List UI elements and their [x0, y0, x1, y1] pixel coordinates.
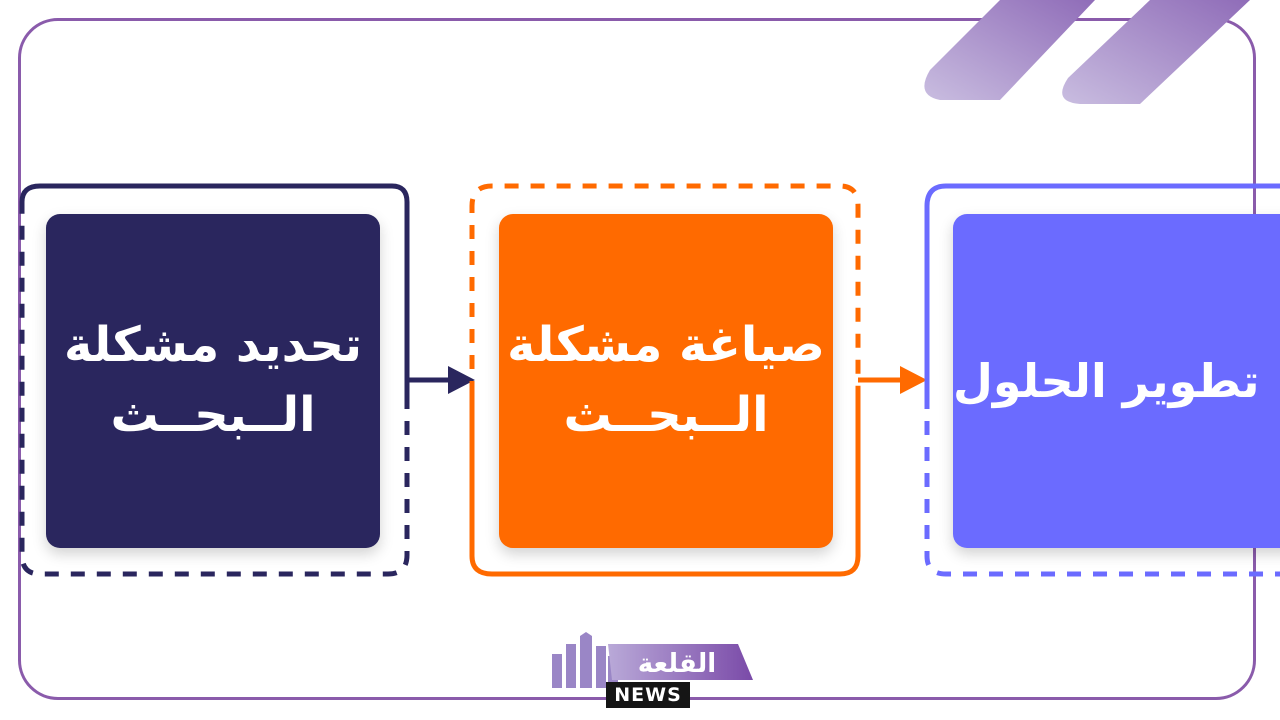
- logo-banner: [608, 644, 753, 680]
- step-3-line-1: تطوير الحلول: [953, 353, 1260, 408]
- step-1-card: تحديد مشكلة الــبحــث: [46, 214, 380, 548]
- step-2-line-1: صياغة مشكلة: [507, 317, 825, 374]
- step-1-text: تحديد مشكلة الــبحــث: [64, 311, 362, 450]
- step-1-outline-solid: [19, 183, 410, 395]
- arrow-2-head: [900, 366, 927, 394]
- logo-arabic-text: القلعة: [637, 649, 717, 679]
- step-2-line-2: الــبحــث: [563, 387, 769, 443]
- step-3-outline-dashed: [924, 395, 1280, 577]
- castle-icon: [552, 632, 618, 688]
- step-1-line-2: الــبحــث: [110, 387, 316, 443]
- step-3-outline-solid: [924, 183, 1280, 395]
- step-2-card: صياغة مشكلة الــبحــث: [499, 214, 833, 548]
- step-2-outline-dashed: [469, 183, 861, 395]
- step-3-card: تطوير الحلول: [953, 214, 1280, 548]
- step-1-outline-dashed: [19, 202, 410, 577]
- logo-news-text: NEWS: [606, 682, 690, 708]
- step-2-text: صياغة مشكلة الــبحــث: [507, 311, 825, 450]
- logo-emblem: [552, 632, 753, 688]
- step-2-outline-solid: [469, 395, 861, 577]
- arrow-1-head: [448, 366, 475, 394]
- step-3-text: تطوير الحلول: [953, 348, 1260, 415]
- step-1-line-1: تحديد مشكلة: [64, 317, 362, 374]
